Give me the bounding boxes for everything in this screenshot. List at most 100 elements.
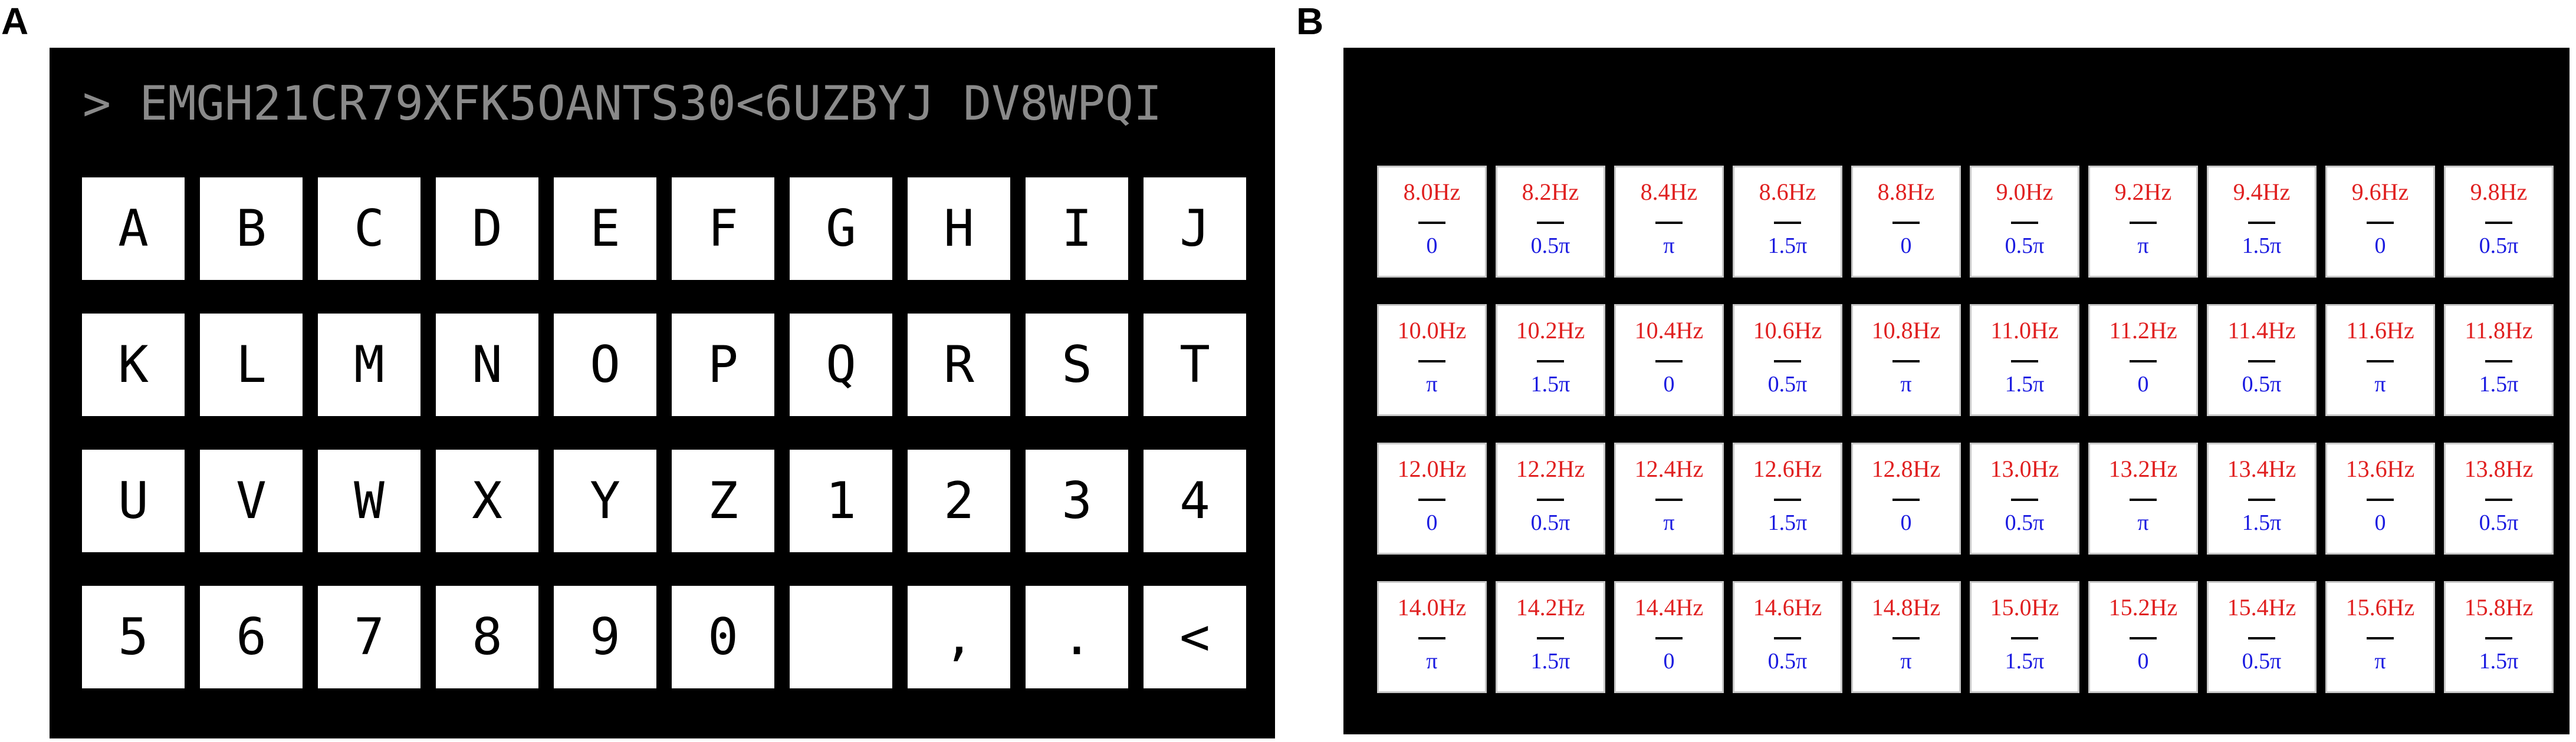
frequency-label: 8.0Hz xyxy=(1403,179,1461,205)
key-35[interactable]: 0 xyxy=(672,586,774,688)
key-34[interactable]: 9 xyxy=(554,586,656,688)
key-space[interactable] xyxy=(790,586,892,688)
key-28[interactable]: 3 xyxy=(1026,450,1128,552)
key-20[interactable]: U xyxy=(82,450,185,552)
frequency-label: 14.6Hz xyxy=(1753,594,1822,621)
key-38[interactable]: . xyxy=(1026,586,1128,688)
key-2[interactable]: C xyxy=(318,177,420,280)
key-12[interactable]: M xyxy=(318,314,420,416)
key-15[interactable]: P xyxy=(672,314,774,416)
key-29[interactable]: 4 xyxy=(1144,450,1246,552)
key-11[interactable]: L xyxy=(200,314,303,416)
key-3[interactable]: D xyxy=(436,177,538,280)
key-5[interactable]: F xyxy=(672,177,774,280)
key-23[interactable]: X xyxy=(436,450,538,552)
key-9[interactable]: J xyxy=(1144,177,1246,280)
separator-bar xyxy=(2130,222,2157,224)
separator-bar xyxy=(1655,222,1683,224)
key-37[interactable]: , xyxy=(908,586,1010,688)
key-39[interactable]: < xyxy=(1144,586,1246,688)
key-25[interactable]: Z xyxy=(672,450,774,552)
frequency-label: 9.8Hz xyxy=(2470,179,2528,205)
phase-label: 1.5π xyxy=(1767,233,1808,258)
stimulus-target[interactable]: 8.8Hz 0 xyxy=(1851,166,1961,278)
key-32[interactable]: 7 xyxy=(318,586,420,688)
key-7[interactable]: H xyxy=(908,177,1010,280)
phase-label: 0.5π xyxy=(2479,510,2519,535)
phase-label: 0.5π xyxy=(1767,649,1808,674)
phase-label: 0.5π xyxy=(1767,372,1808,397)
key-27[interactable]: 2 xyxy=(908,450,1010,552)
separator-bar xyxy=(1892,360,1920,362)
key-30[interactable]: 5 xyxy=(82,586,185,688)
separator-bar xyxy=(2367,499,2394,501)
key-18[interactable]: S xyxy=(1026,314,1128,416)
key-10[interactable]: K xyxy=(82,314,185,416)
key-1[interactable]: B xyxy=(200,177,303,280)
key-31[interactable]: 6 xyxy=(200,586,303,688)
key-6[interactable]: G xyxy=(790,177,892,280)
frequency-label: 11.8Hz xyxy=(2465,317,2533,344)
phase-label: 1.5π xyxy=(2005,372,2045,397)
key-13[interactable]: N xyxy=(436,314,538,416)
key-8[interactable]: I xyxy=(1026,177,1128,280)
key-24[interactable]: Y xyxy=(554,450,656,552)
key-19[interactable]: T xyxy=(1144,314,1246,416)
key-4[interactable]: E xyxy=(554,177,656,280)
speller-interface-panel: > EMGH21CR79XFK5OANTS30<6UZBYJ DV8WPQI A… xyxy=(50,48,1275,738)
key-26[interactable]: 1 xyxy=(790,450,892,552)
frequency-label: 14.8Hz xyxy=(1871,594,1941,621)
stimulus-target[interactable]: 14.6Hz 0.5π xyxy=(1733,581,1842,693)
separator-bar xyxy=(2011,499,2038,501)
key-14[interactable]: O xyxy=(554,314,656,416)
key-16[interactable]: Q xyxy=(790,314,892,416)
key-33[interactable]: 8 xyxy=(436,586,538,688)
frequency-label: 9.0Hz xyxy=(1996,179,2053,205)
key-21[interactable]: V xyxy=(200,450,303,552)
frequency-label: 8.8Hz xyxy=(1877,179,1935,205)
key-22[interactable]: W xyxy=(318,450,420,552)
separator-bar xyxy=(1774,499,1801,501)
phase-label: 0 xyxy=(1900,233,1912,258)
key-17[interactable]: R xyxy=(908,314,1010,416)
key-0[interactable]: A xyxy=(82,177,185,280)
